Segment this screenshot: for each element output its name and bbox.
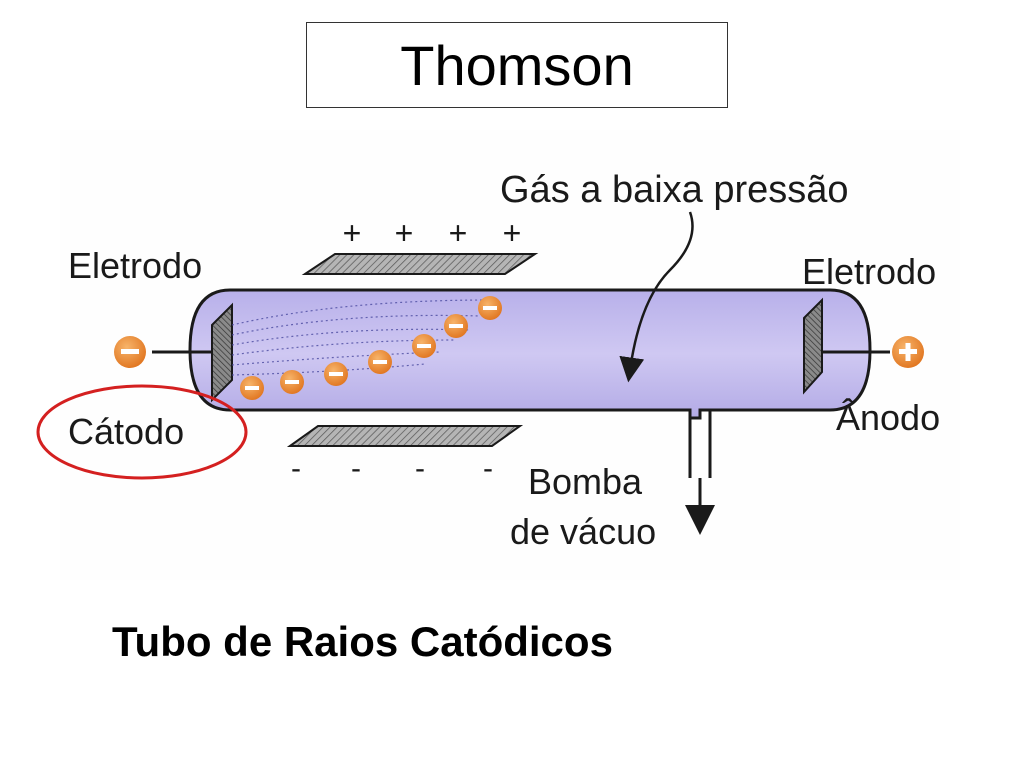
slide-title: Thomson: [306, 22, 728, 108]
anode-electrode: [803, 297, 890, 395]
electron: [478, 296, 502, 320]
gas-label: Gás a baixa pressão: [500, 169, 849, 211]
left-electrode-label: Eletrodo: [68, 245, 202, 286]
plate-sign: +: [503, 215, 522, 251]
vacuum-pump-label-line2: de vácuo: [510, 511, 656, 552]
electron: [240, 376, 264, 400]
slide-caption: Tubo de Raios Catódicos: [112, 618, 613, 665]
electron: [444, 314, 468, 338]
anode-terminal-icon: [892, 336, 924, 368]
electron: [280, 370, 304, 394]
vacuum-pump-pipe: [685, 410, 715, 535]
plate-sign: +: [449, 215, 468, 251]
negative-deflection-plate: [286, 425, 524, 447]
plate-sign: +: [395, 215, 414, 251]
glass-tube: [188, 288, 872, 420]
electron-path: [240, 296, 502, 400]
cathode-terminal-icon: [114, 336, 146, 368]
right-electrode-label: Eletrodo: [802, 251, 936, 292]
positive-plate-signs: + + + +: [343, 215, 522, 251]
plate-sign: -: [351, 452, 361, 485]
vacuum-pump-label-line1: Bomba: [528, 461, 643, 502]
plate-sign: -: [291, 452, 301, 485]
gas-pointer-arrow: [619, 211, 694, 383]
plate-sign: -: [415, 452, 425, 485]
electron: [324, 362, 348, 386]
electron: [412, 334, 436, 358]
cathode-label: Cátodo: [68, 411, 184, 452]
anode-label: Ânodo: [836, 397, 940, 438]
plate-sign: -: [483, 452, 493, 485]
electron: [368, 350, 392, 374]
cathode-electrode: [152, 302, 233, 403]
cathode-highlight-ellipse: [36, 384, 248, 480]
negative-plate-signs: - - - -: [291, 452, 493, 485]
positive-deflection-plate: [301, 253, 539, 275]
plate-sign: +: [343, 215, 362, 251]
